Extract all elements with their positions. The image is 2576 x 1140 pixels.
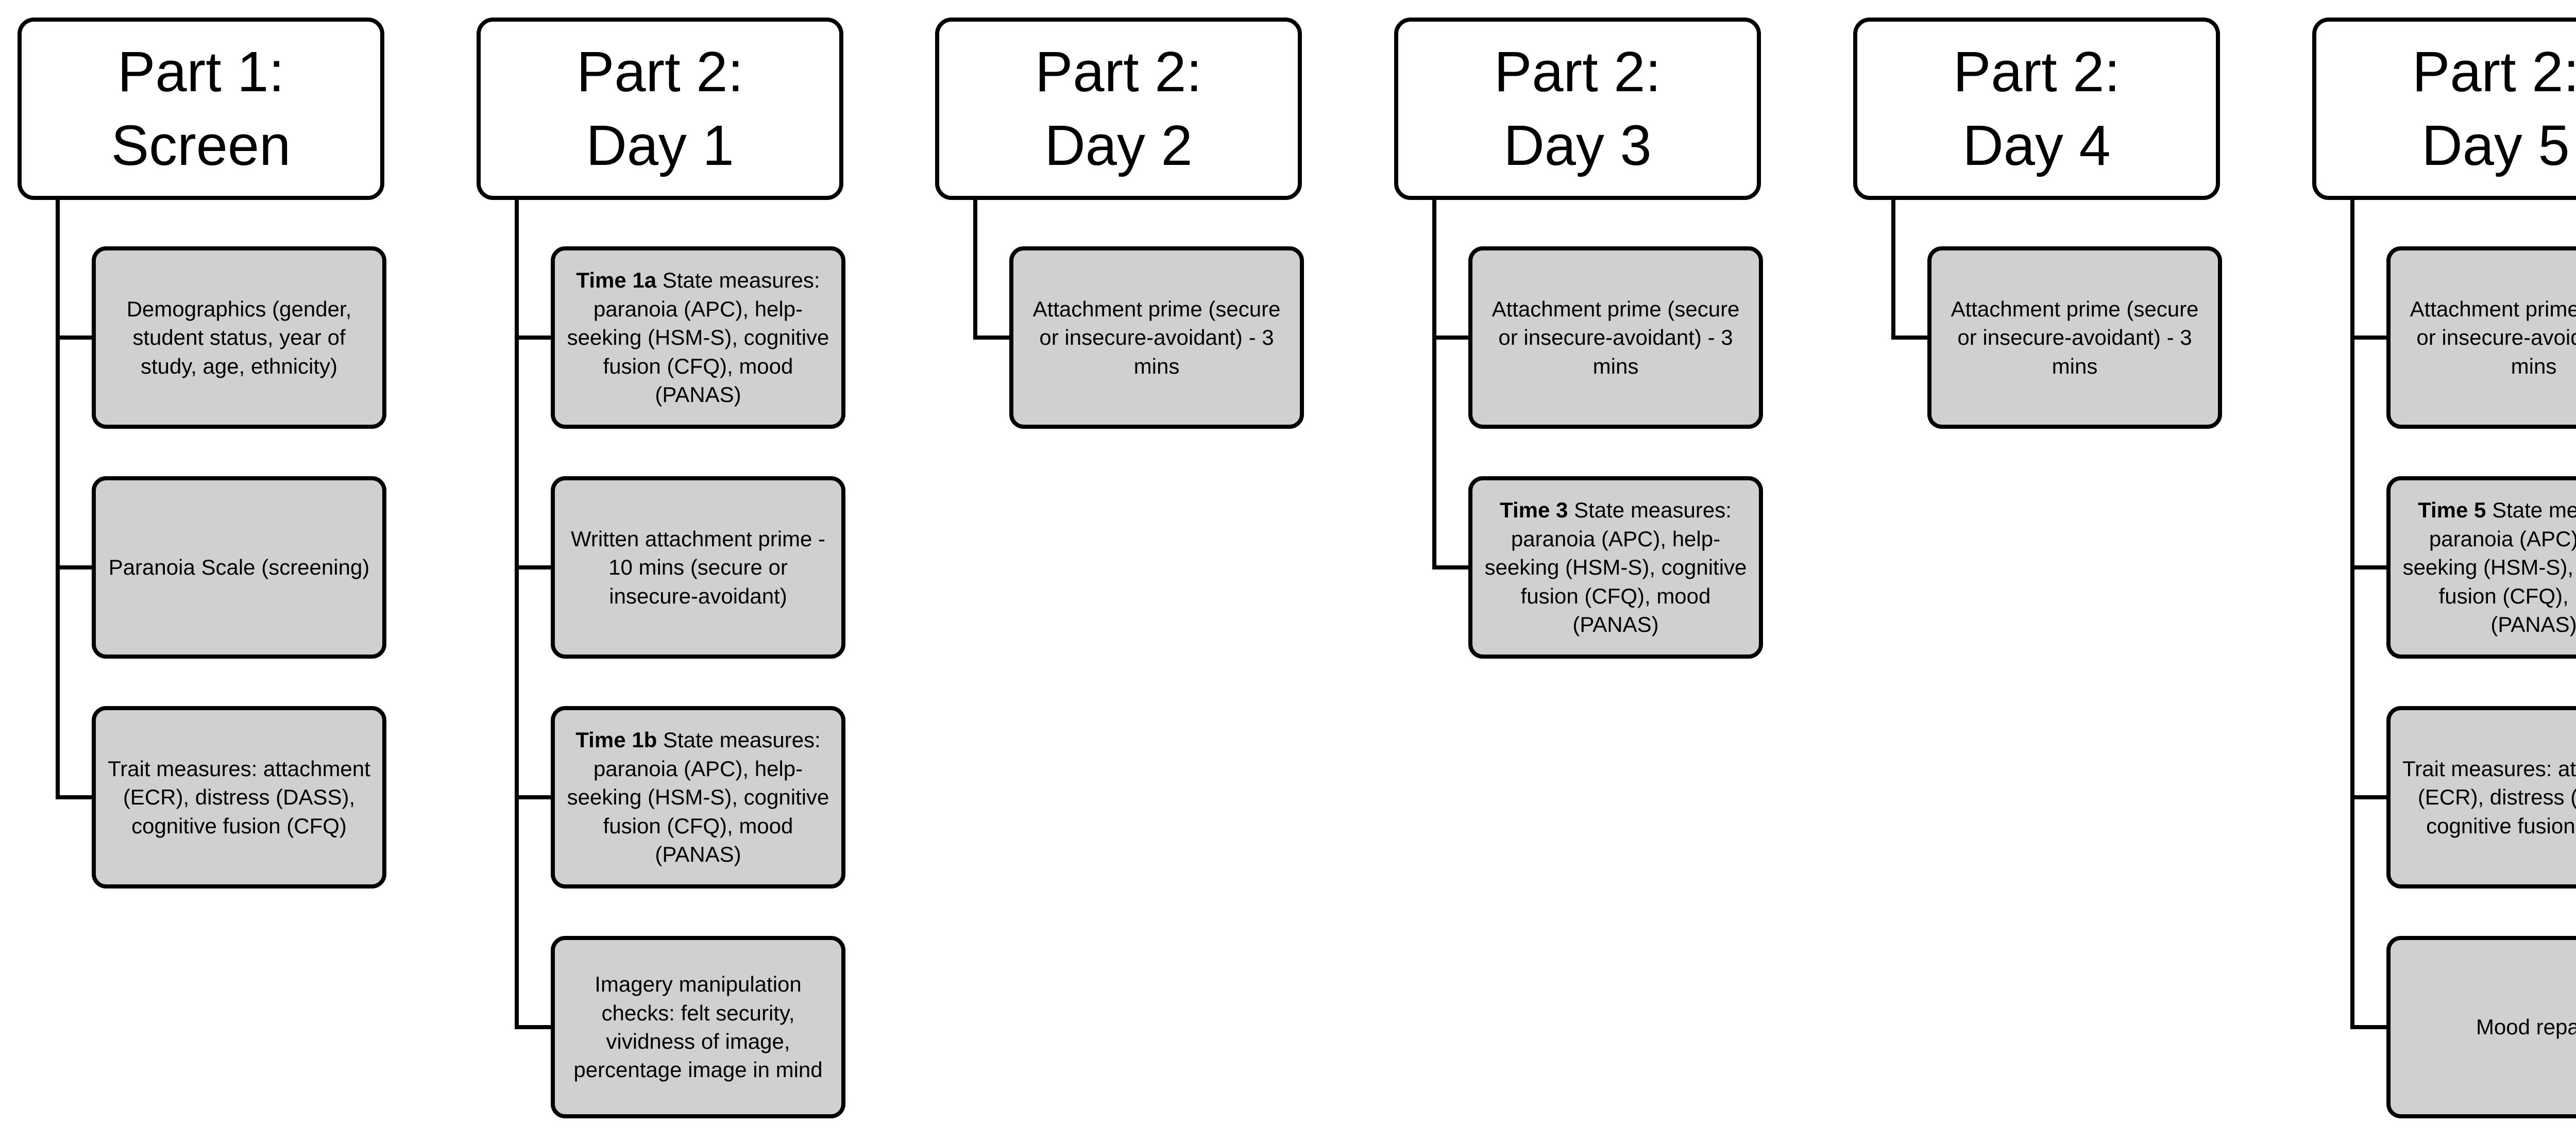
process-box-description: State measures: paranoia (APC), help-see… — [2402, 498, 2576, 637]
process-box-text: Trait measures: attachment (ECR), distre… — [2398, 755, 2576, 840]
connector-spine — [2350, 198, 2354, 1029]
header-title-line: Part 2: — [1953, 40, 2121, 104]
process-box-text: Attachment prime (secure or insecure-avo… — [2398, 295, 2576, 380]
process-box: Trait measures: attachment (ECR), distre… — [2386, 706, 2576, 888]
process-box-description: Demographics (gender, student status, ye… — [126, 296, 352, 378]
process-box-text: Time 1b State measures: paranoia (APC), … — [562, 726, 834, 868]
header-title-line: Part 2: — [1035, 40, 1202, 104]
header-title-line: Day 1 — [586, 114, 734, 177]
process-box-text: Mood repair — [2476, 1013, 2576, 1041]
process-box-text: Written attachment prime - 10 mins (secu… — [562, 525, 834, 610]
connector-branch — [1432, 565, 1470, 569]
header-title: Part 2: Day 2 — [1035, 35, 1202, 182]
connector-branch — [2350, 565, 2388, 569]
process-box-description: Mood repair — [2476, 1015, 2576, 1040]
connector-branch — [1891, 336, 1929, 340]
header-title-line: Day 3 — [1503, 114, 1652, 177]
process-box-description: Written attachment prime - 10 mins (secu… — [570, 526, 826, 608]
header-title-line: Day 2 — [1044, 114, 1193, 177]
process-box: Paranoia Scale (screening) — [92, 476, 386, 659]
process-box-description: State measures: paranoia (APC), help-see… — [567, 268, 829, 407]
process-box: Time 3 State measures: paranoia (APC), h… — [1468, 476, 1763, 659]
header-title-line: Day 4 — [1962, 114, 2111, 177]
process-box: Time 1a State measures: paranoia (APC), … — [551, 246, 845, 429]
process-box: Mood repair — [2386, 936, 2576, 1118]
connector-branch — [56, 795, 94, 799]
connector-branch — [515, 336, 553, 340]
header-title-line: Part 2: — [2412, 40, 2576, 104]
process-box-text: Imagery manipulation checks: felt securi… — [562, 970, 834, 1084]
part1-screen-header: Part 1: Screen — [18, 18, 384, 200]
process-box-text: Paranoia Scale (screening) — [109, 553, 370, 581]
connector-branch — [56, 565, 94, 569]
header-title: Part 2: Day 1 — [577, 35, 743, 182]
process-box: Demographics (gender, student status, ye… — [92, 246, 386, 429]
header-title: Part 2: Day 5 — [2412, 35, 2576, 182]
part2-day5-header: Part 2: Day 5 — [2312, 18, 2576, 200]
process-box: Attachment prime (secure or insecure-avo… — [1927, 246, 2222, 429]
connector-branch — [2350, 336, 2388, 340]
part2-day4-header: Part 2: Day 4 — [1853, 18, 2220, 200]
connector-spine — [973, 198, 977, 340]
connector-branch — [2350, 1025, 2388, 1029]
process-box: Time 1b State measures: paranoia (APC), … — [551, 706, 845, 888]
process-box-description: Attachment prime (secure or insecure-avo… — [1032, 296, 1281, 378]
connector-branch — [2350, 795, 2388, 799]
process-box-text: Attachment prime (secure or insecure-avo… — [1021, 295, 1293, 380]
process-box-description: Attachment prime (secure or insecure-avo… — [1951, 296, 2199, 378]
process-box-description: Attachment prime (secure or insecure-avo… — [2410, 296, 2576, 378]
header-title-line: Part 2: — [576, 40, 744, 104]
process-box: Attachment prime (secure or insecure-avo… — [2386, 246, 2576, 429]
process-box-text: Time 1a State measures: paranoia (APC), … — [562, 266, 834, 409]
process-box-text: Time 5 State measures: paranoia (APC), h… — [2398, 496, 2576, 639]
process-box: Imagery manipulation checks: felt securi… — [551, 936, 845, 1118]
process-box-description: Attachment prime (secure or insecure-avo… — [1492, 296, 1740, 378]
connector-branch — [973, 336, 1011, 340]
process-box-description: Imagery manipulation checks: felt securi… — [573, 972, 823, 1082]
time-point-label: Time 1b — [575, 728, 657, 752]
time-point-label: Time 5 — [2418, 498, 2486, 523]
process-box-text: Attachment prime (secure or insecure-avo… — [1939, 295, 2211, 380]
process-box: Attachment prime (secure or insecure-avo… — [1009, 246, 1304, 429]
time-point-label: Time 3 — [1500, 498, 1568, 523]
process-box: Trait measures: attachment (ECR), distre… — [92, 706, 386, 888]
header-title: Part 1: Screen — [22, 35, 380, 182]
process-box-description: State measures: paranoia (APC), help-see… — [567, 728, 829, 867]
process-box: Time 5 State measures: paranoia (APC), h… — [2386, 476, 2576, 659]
header-title-line: Part 1: Screen — [111, 40, 291, 177]
process-box: Attachment prime (secure or insecure-avo… — [1468, 246, 1763, 429]
header-title-line: Part 2: — [1494, 40, 1662, 104]
process-box-description: Paranoia Scale (screening) — [108, 555, 370, 580]
header-title: Part 2: Day 4 — [1953, 35, 2120, 182]
connector-branch — [515, 795, 553, 799]
process-box-text: Time 3 State measures: paranoia (APC), h… — [1480, 496, 1752, 639]
connector-branch — [515, 1025, 553, 1029]
process-box-description: Trait measures: attachment (ECR), distre… — [108, 756, 370, 838]
connector-spine — [56, 198, 60, 799]
connector-spine — [1891, 198, 1895, 340]
header-title-line: Day 5 — [2421, 114, 2570, 177]
connector-spine — [515, 198, 519, 1029]
connector-spine — [1432, 198, 1436, 569]
part2-day3-header: Part 2: Day 3 — [1394, 18, 1761, 200]
connector-branch — [56, 336, 94, 340]
connector-branch — [515, 565, 553, 569]
process-box: Written attachment prime - 10 mins (secu… — [551, 476, 845, 659]
connector-branch — [1432, 336, 1470, 340]
process-box-description: State measures: paranoia (APC), help-see… — [1484, 498, 1747, 637]
time-point-label: Time 1a — [576, 268, 657, 293]
process-box-text: Trait measures: attachment (ECR), distre… — [103, 755, 375, 840]
process-box-text: Attachment prime (secure or insecure-avo… — [1480, 295, 1752, 380]
process-box-text: Demographics (gender, student status, ye… — [103, 295, 375, 380]
header-title: Part 2: Day 3 — [1494, 35, 1661, 182]
process-box-description: Trait measures: attachment (ECR), distre… — [2402, 756, 2576, 838]
part2-day1-header: Part 2: Day 1 — [477, 18, 843, 200]
part2-day2-header: Part 2: Day 2 — [935, 18, 1302, 200]
